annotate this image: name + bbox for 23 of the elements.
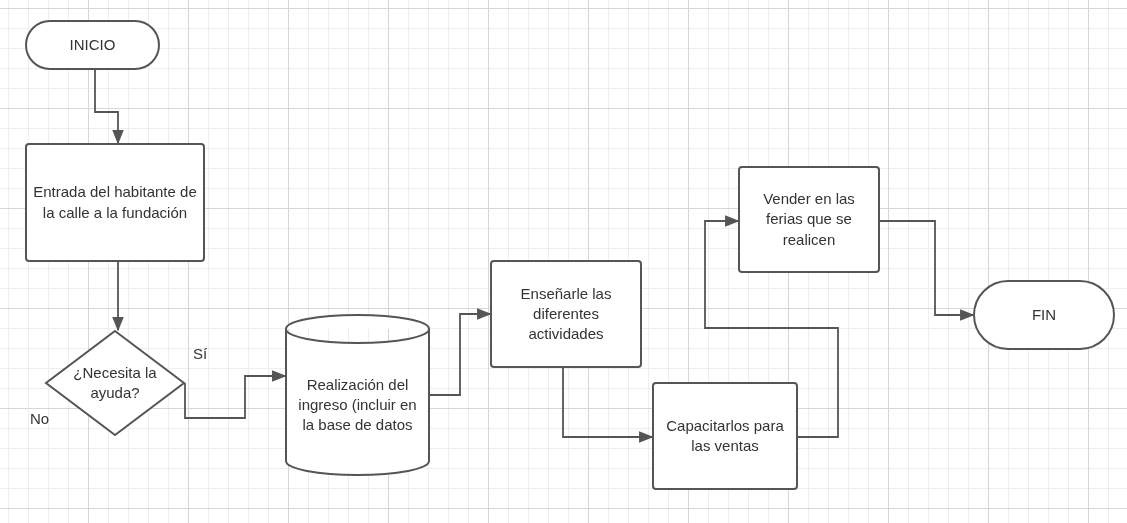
node-text: Entrada del habitante de la calle a la fundación <box>32 182 198 223</box>
process-box <box>25 143 205 262</box>
node-text: Vender en las ferias que se realicen <box>762 189 856 250</box>
node-text: ¿Necesita la ayuda? <box>72 362 158 403</box>
connector-arrow <box>879 220 975 321</box>
branch-label: No <box>30 410 50 427</box>
database-cylinder <box>285 315 430 475</box>
node-text: Capacitarlos para las ventas <box>665 415 785 456</box>
start-terminal <box>25 20 160 70</box>
connector-arrow <box>429 308 492 396</box>
node-text: INICIO <box>68 34 117 55</box>
connector-arrow <box>562 367 654 443</box>
connector-arrow <box>184 370 287 419</box>
node-text: FIN <box>1030 304 1058 325</box>
edge-label: Sí <box>193 345 208 362</box>
process-box <box>738 166 880 273</box>
process-box <box>652 382 798 490</box>
connector-arrow <box>94 69 124 145</box>
connector-arrow <box>112 261 124 332</box>
process-box <box>490 260 642 368</box>
node-text: Realización del ingreso (incluir en la base de datos <box>297 374 418 436</box>
connector-arrow <box>704 215 839 438</box>
node-text: Enseñarle las diferentes actividades <box>519 283 613 345</box>
